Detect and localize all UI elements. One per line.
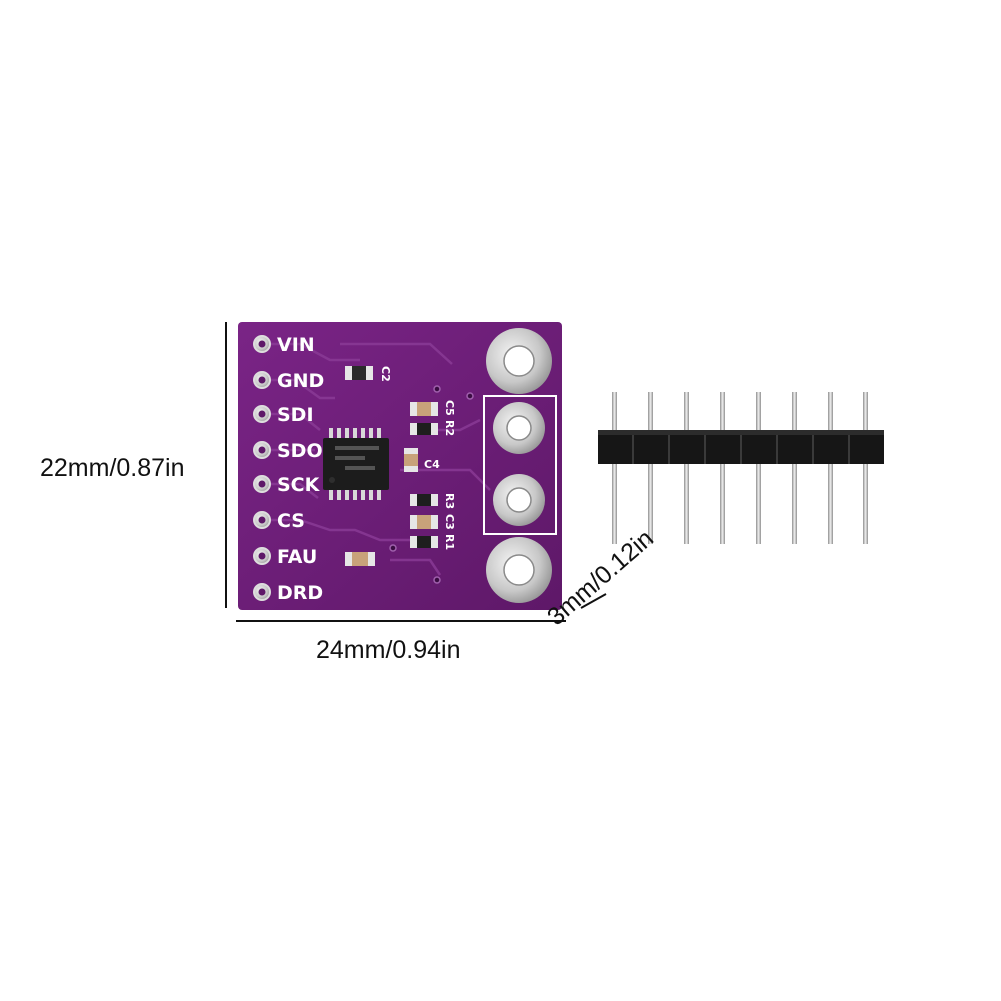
pin-label-gnd: GND — [277, 370, 324, 392]
label-c3: C3 — [443, 514, 456, 530]
pin-label-sdo: SDO — [277, 440, 323, 462]
pin-label-drd: DRD — [277, 582, 323, 604]
ic-chip — [323, 428, 389, 500]
label-c4: C4 — [424, 458, 440, 471]
pin-label-cs: CS — [277, 510, 305, 532]
pin-header — [598, 392, 884, 544]
label-r3: R3 — [443, 493, 456, 509]
label-r2: R2 — [443, 420, 456, 436]
height-dimension-label: 22mm/0.87in — [40, 454, 185, 482]
label-c2: C2 — [379, 366, 392, 382]
pin-label-sdi: SDI — [277, 404, 314, 426]
pcb-board: VIN GND SDI SDO SCK CS FAU DRD — [238, 322, 562, 610]
smd-components — [345, 366, 438, 566]
pin-label-sck: SCK — [277, 474, 321, 496]
pin-pads — [253, 335, 271, 601]
pin-label-fau: FAU — [277, 546, 317, 568]
label-r1: R1 — [443, 534, 456, 550]
width-dimension-label: 24mm/0.94in — [316, 636, 461, 664]
pin-label-vin: VIN — [277, 334, 315, 356]
pin-dimension-line — [580, 593, 607, 609]
terminal-holes — [483, 328, 557, 603]
label-c5: C5 — [443, 400, 456, 416]
